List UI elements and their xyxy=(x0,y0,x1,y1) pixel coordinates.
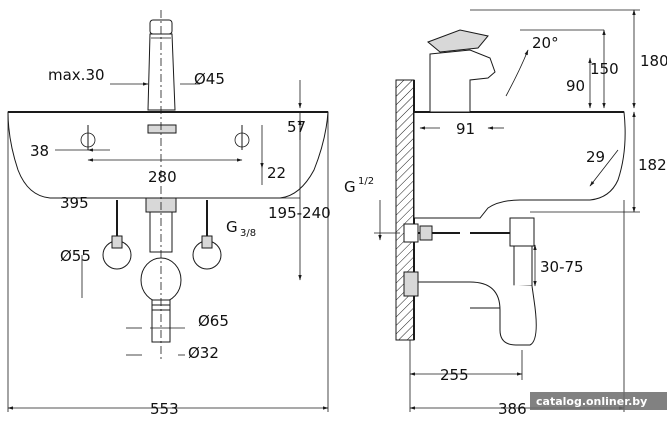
dim-d32: Ø32 xyxy=(188,344,219,362)
dim-29: 29 xyxy=(586,148,605,166)
dim-20deg: 20° xyxy=(532,34,559,52)
dim-386: 386 xyxy=(498,400,527,418)
wall-hatch xyxy=(395,79,415,341)
dim-280: 280 xyxy=(148,168,177,186)
watermark-text: catalog.onliner.by xyxy=(536,395,647,408)
dim-395: 395 xyxy=(60,194,89,212)
dim-255: 255 xyxy=(440,366,469,384)
dim-d55: Ø55 xyxy=(60,247,91,265)
dim-max30: max.30 xyxy=(48,66,105,84)
front-view xyxy=(7,10,329,412)
valve-side xyxy=(403,223,516,243)
dim-22: 22 xyxy=(267,164,286,182)
faucet-front xyxy=(147,19,176,111)
dim-90: 90 xyxy=(566,77,585,95)
valves-front xyxy=(102,200,222,270)
basin-front xyxy=(7,111,329,199)
dim-553: 553 xyxy=(150,400,179,418)
dim-d45: Ø45 xyxy=(194,70,225,88)
dim-d65: Ø65 xyxy=(198,312,229,330)
side-view xyxy=(374,9,640,412)
trap-side xyxy=(403,217,537,346)
faucet-side xyxy=(427,29,496,113)
dim-150: 150 xyxy=(590,60,619,78)
dim-30-75: 30-75 xyxy=(540,258,584,276)
dim-g38-frac: 3/8 xyxy=(240,228,256,239)
dim-91: 91 xyxy=(456,120,475,138)
dim-g38: G xyxy=(226,218,238,236)
dim-38: 38 xyxy=(30,142,49,160)
dim-57: 57 xyxy=(287,118,306,136)
dim-182: 182 xyxy=(638,156,667,174)
dim-195-240: 195-240 xyxy=(268,204,331,222)
dim-g12-frac: 1/2 xyxy=(358,176,374,187)
dim-180: 180 xyxy=(640,52,667,70)
dim-g12: G xyxy=(344,178,356,196)
basin-side xyxy=(413,111,626,219)
watermark-bg xyxy=(530,392,667,410)
